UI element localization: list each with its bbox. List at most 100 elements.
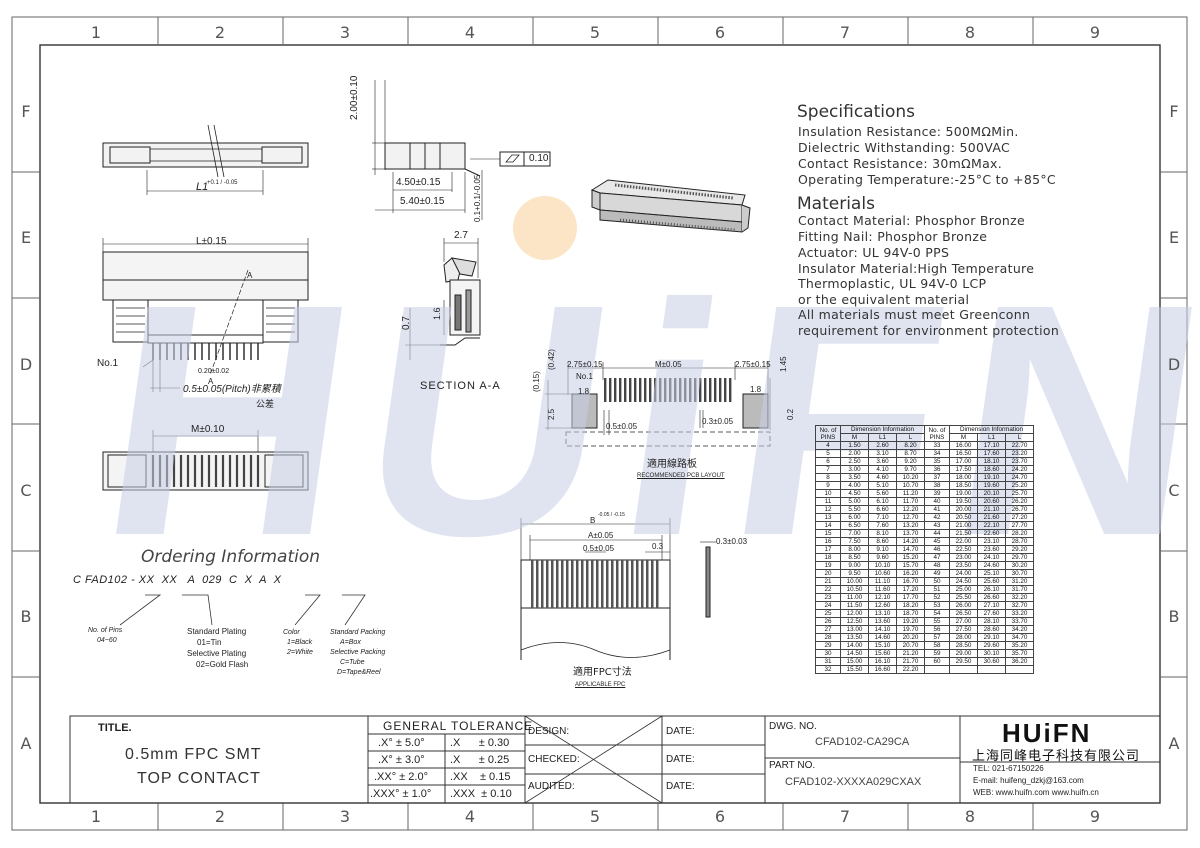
table-cell: 18	[815, 553, 841, 562]
table-cell: 19.60	[977, 481, 1006, 490]
table-cell: 28.20	[1005, 529, 1034, 538]
table-cell: 4	[815, 441, 841, 450]
ordering-packing: Standard Packing	[330, 629, 386, 636]
col-num: 7	[839, 807, 851, 826]
table-cell: 10.20	[896, 473, 925, 482]
table-cell: 34.20	[1005, 625, 1034, 634]
table-cell: 16.70	[896, 577, 925, 586]
table-cell: 36.20	[1005, 657, 1034, 666]
table-cell: 17.50	[949, 465, 978, 474]
table-cell: 10.10	[868, 561, 897, 570]
table-cell: 29.60	[977, 641, 1006, 650]
ordering-packing: A=Box	[340, 639, 361, 646]
table-cell: 10.70	[896, 481, 925, 490]
table-cell	[949, 665, 978, 674]
table-cell	[924, 665, 950, 674]
table-cell: 19.70	[896, 625, 925, 634]
table-cell: 45	[924, 537, 950, 546]
dwg-no-value: CFAD102-CA29CA	[815, 736, 910, 748]
table-cell: 23.20	[1005, 449, 1034, 458]
table-cell: 18.00	[949, 473, 978, 482]
table-cell: 14.50	[840, 649, 869, 658]
table-cell: 29.10	[977, 633, 1006, 642]
table-cell: 31.20	[1005, 577, 1034, 586]
table-cell: 25.10	[977, 569, 1006, 578]
table-cell: 24.10	[977, 553, 1006, 562]
table-cell: 20.20	[896, 633, 925, 642]
dim-tol-vertical: 0.1+0.1/-0.05	[473, 174, 482, 222]
dim-16: 1.6	[432, 307, 442, 320]
table-cell: 43	[924, 521, 950, 530]
table-cell: 59	[924, 649, 950, 658]
table-cell: 28	[815, 633, 841, 642]
table-cell: 21	[815, 577, 841, 586]
column-ticks	[12, 17, 1187, 830]
table-cell: 22	[815, 585, 841, 594]
table-cell: 26.70	[1005, 505, 1034, 514]
table-cell: 9.20	[896, 457, 925, 466]
col-num: 5	[589, 807, 601, 826]
table-cell: 26.50	[949, 609, 978, 618]
table-cell: 29.50	[949, 657, 978, 666]
table-cell: 23	[815, 593, 841, 602]
table-cell: 19	[815, 561, 841, 570]
pcb-title-cn: 適用線路板	[647, 459, 697, 470]
table-cell: 15.50	[840, 665, 869, 674]
table-cell: 48	[924, 561, 950, 570]
table-cell: 25.50	[949, 593, 978, 602]
col-num: 4	[464, 23, 476, 42]
material-line: or the equivalent material	[798, 292, 970, 307]
table-cell: 25.60	[977, 577, 1006, 586]
table-cell: 35	[924, 457, 950, 466]
table-cell: 5	[815, 449, 841, 458]
col-num: 9	[1089, 807, 1101, 826]
tolerance-linear: .X ± 0.30	[450, 737, 510, 749]
table-cell: 13.00	[840, 625, 869, 634]
table-cell: 13	[815, 513, 841, 522]
material-line: Thermoplastic, UL 94V-0 LCP	[798, 276, 987, 291]
row-letter: A	[20, 734, 32, 753]
table-cell: 51	[924, 585, 950, 594]
table-header: L	[896, 433, 925, 442]
table-cell: 21.50	[949, 529, 978, 538]
material-line: Insulator Material:High Temperature	[798, 261, 1035, 276]
spec-line: Dielectric Withstanding: 500VAC	[798, 140, 1010, 155]
fpc-b-label: B	[590, 516, 596, 525]
row-letter: D	[1167, 355, 1181, 374]
col-num: 9	[1089, 23, 1101, 42]
table-cell: 22.10	[977, 521, 1006, 530]
table-cell: 47	[924, 553, 950, 562]
table-cell: 26.20	[1005, 497, 1034, 506]
row-letter: B	[1168, 607, 1180, 626]
col-num: 2	[214, 23, 226, 42]
table-cell: 41	[924, 505, 950, 514]
table-header: L	[1005, 433, 1034, 442]
table-cell: 22.60	[977, 529, 1006, 538]
dim-l1-label: L1	[196, 181, 209, 193]
table-cell: 14.60	[868, 633, 897, 642]
table-cell: 30.20	[1005, 561, 1034, 570]
table-cell: 14.20	[896, 537, 925, 546]
table-header: M	[840, 433, 869, 442]
table-cell: 13.60	[868, 617, 897, 626]
table-cell	[1005, 665, 1034, 674]
row-letter: B	[20, 607, 32, 626]
col-num: 2	[214, 807, 226, 826]
section-mark-bottom: A	[208, 377, 214, 386]
table-cell: 20.70	[896, 641, 925, 650]
table-cell: 11.10	[868, 577, 897, 586]
table-cell: 8	[815, 473, 841, 482]
tolerance-heading: GENERAL TOLERANCE	[383, 719, 534, 733]
row-letter: C	[1168, 481, 1180, 500]
table-cell: 20.50	[949, 513, 978, 522]
bottom-view-drawing	[102, 430, 309, 491]
title-block-lines	[69, 715, 1161, 804]
col-num: 6	[714, 23, 726, 42]
title-label: TITLE.	[98, 722, 132, 734]
ordering-packing: C=Tube	[340, 659, 365, 666]
